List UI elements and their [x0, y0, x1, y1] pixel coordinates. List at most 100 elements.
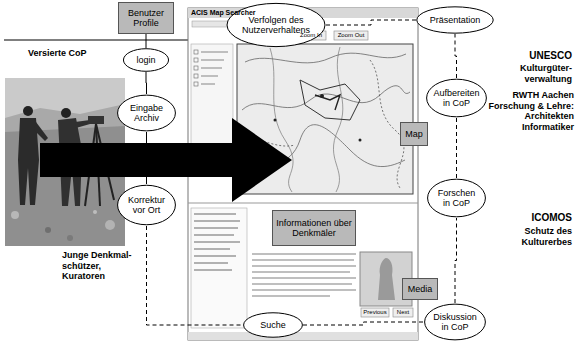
process-ellipse: Präsentation [416, 6, 494, 34]
illustration-part [252, 253, 356, 255]
node-text: Map [405, 129, 423, 139]
illustration-part [300, 80, 360, 120]
illustration-part [194, 241, 240, 242]
illustration-part [274, 119, 277, 122]
ui-label: Zoom In [296, 32, 326, 39]
info-box: Map [400, 122, 428, 146]
node-text: Präsentation [430, 15, 481, 25]
connector-line [456, 118, 457, 178]
illustration-part [361, 308, 389, 317]
illustration-part [201, 51, 228, 52]
illustration-part [359, 139, 362, 142]
illustration-part [194, 66, 198, 70]
ellipse-shape [123, 49, 168, 72]
connector-line [455, 218, 457, 303]
illustration-part [194, 58, 198, 62]
illustration-part [61, 108, 71, 118]
connector-line [146, 34, 147, 48]
illustration-part [194, 213, 236, 214]
illustration-part [194, 262, 228, 263]
ellipse-shape [118, 185, 176, 224]
ui-label: Next [393, 309, 413, 316]
illustration-part [191, 208, 247, 328]
ui-label: Zoom Out [334, 32, 368, 39]
process-ellipse: Eingabe Archiv [117, 94, 176, 132]
group-label: Schutz des Kulturerbes [486, 226, 572, 247]
illustration-part [252, 289, 356, 291]
illustration-part [93, 210, 97, 214]
illustration-part [23, 106, 33, 116]
illustration-part [194, 234, 234, 235]
ui-label: Previous [361, 309, 389, 316]
connector-line [303, 322, 424, 325]
group-label: Kulturgüter- verwaltung [506, 63, 572, 84]
illustration-part [192, 21, 232, 27]
illustration-part [252, 265, 356, 267]
illustration-part [67, 235, 73, 241]
process-ellipse: Aufbereiten in CoP [426, 78, 487, 118]
illustration-part [201, 59, 224, 60]
group-label: RWTH Aachen Forschung & Lehre: Architekt… [486, 90, 574, 132]
illustration-part [194, 269, 232, 270]
illustration-part [194, 255, 236, 256]
node-text: Diskussion in CoP [431, 312, 479, 333]
node-text: Korrektur vor Ort [123, 195, 169, 216]
ellipse-shape [417, 7, 493, 33]
illustration-part [88, 116, 104, 124]
connector-line [146, 72, 148, 94]
process-ellipse: Korrektur vor Ort [117, 184, 176, 226]
illustration-part [188, 332, 418, 340]
group-label: ICOMOS [500, 212, 572, 224]
node-text: Benutzer Profile [122, 8, 170, 29]
node-text: login [136, 55, 155, 65]
illustration-part [45, 227, 51, 233]
illustration-part [194, 50, 198, 54]
group-label: Versierte CoP [28, 48, 90, 59]
info-box: Benutzer Profile [118, 2, 174, 34]
big-arrow [40, 118, 292, 202]
node-text: Aufbereiten in CoP [433, 88, 481, 109]
ellipse-shape [118, 95, 176, 131]
illustration-part [194, 220, 240, 221]
illustration-part [34, 122, 48, 141]
illustration-part [252, 271, 350, 273]
illustration-part [252, 277, 356, 279]
illustration-part [194, 74, 198, 78]
illustration-part [252, 283, 352, 285]
process-ellipse: Diskussion in CoP [424, 303, 486, 341]
illustration-part [194, 227, 238, 228]
illustration-part [315, 95, 340, 110]
connector-line [146, 132, 147, 184]
info-box: Media [402, 278, 438, 300]
info-box: Informationen über Denkmäler [272, 210, 356, 246]
connector-line [147, 226, 244, 325]
ellipse-shape [428, 179, 486, 217]
node-text: Eingabe Archiv [123, 103, 169, 124]
illustration-part [201, 67, 222, 68]
illustration-part [194, 248, 230, 249]
illustration-part [105, 220, 115, 230]
illustration-part [252, 295, 330, 297]
illustration-part [11, 211, 19, 219]
illustration-part [201, 75, 218, 76]
group-label: UNESCO [508, 50, 572, 62]
illustration-part [370, 60, 404, 188]
illustration-part [320, 94, 324, 98]
illustration-part [393, 308, 413, 317]
illustration-part [245, 53, 406, 63]
illustration-part [334, 31, 368, 40]
illustration-part [188, 203, 418, 204]
process-ellipse: Forschen in CoP [427, 178, 486, 218]
process-ellipse: Suche [243, 312, 303, 338]
illustration-part [194, 82, 198, 86]
connector-line [326, 20, 416, 25]
process-ellipse: Verfolgen des Nutzerverhaltens [226, 2, 326, 48]
illustration-part [378, 258, 395, 300]
ellipse-shape [427, 79, 487, 117]
process-ellipse: login [123, 48, 169, 72]
illustration-part [75, 120, 90, 128]
connector-line [455, 34, 457, 78]
ui-label: ACIS Map Searcher [191, 9, 301, 17]
node-text: Suche [260, 320, 286, 330]
group-label: Junge Denkmal- schützer, Kuratoren [62, 250, 138, 282]
